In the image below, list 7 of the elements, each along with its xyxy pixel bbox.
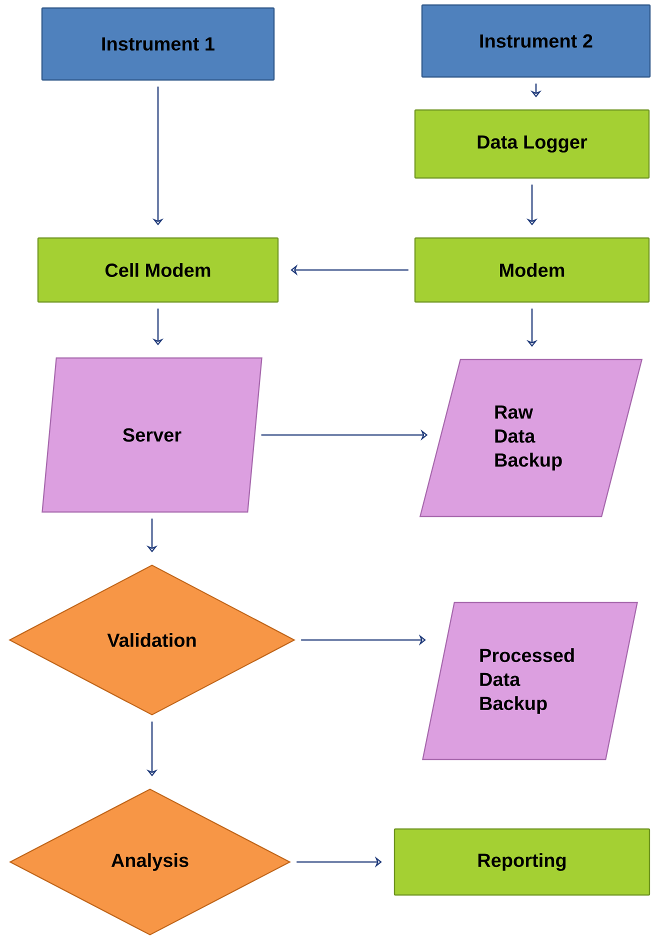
process-box: Instrument 2: [421, 4, 651, 78]
process-box: Modem: [414, 237, 650, 303]
process-box: Cell Modem: [37, 237, 279, 303]
data-parallelogram: Server: [42, 357, 262, 513]
process-box: Instrument 1: [41, 7, 275, 81]
process-box: Reporting: [394, 828, 650, 896]
process-box: Data Logger: [414, 109, 650, 179]
